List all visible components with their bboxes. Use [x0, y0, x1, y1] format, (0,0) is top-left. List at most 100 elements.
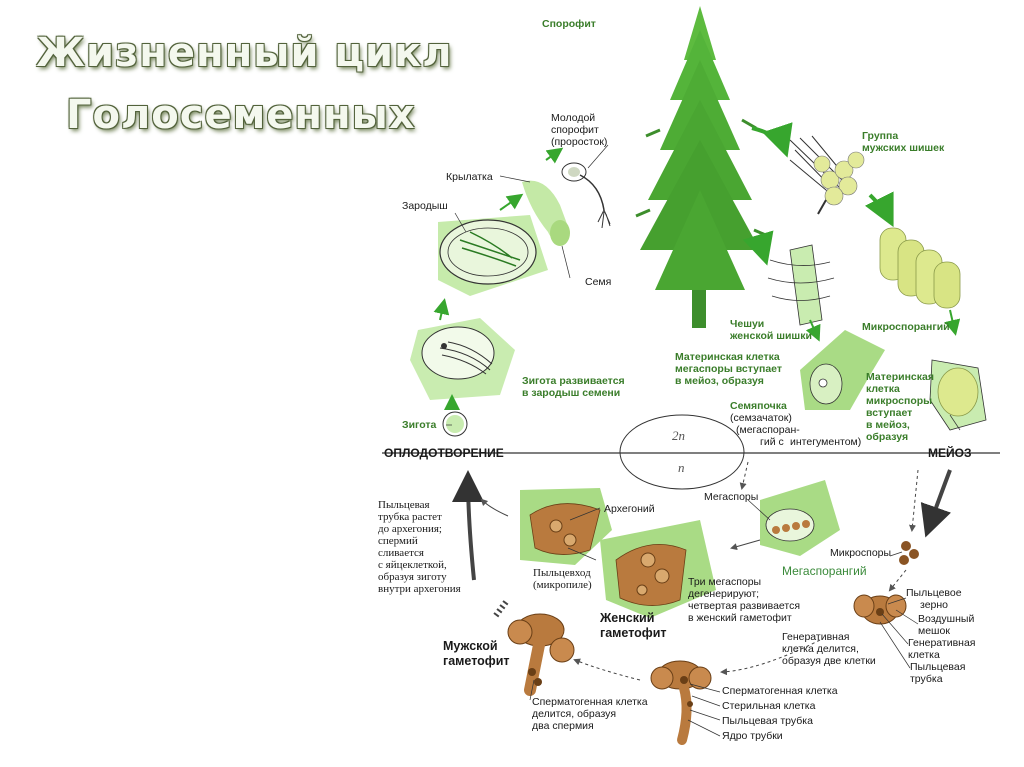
label-spermatogenous-cell: Сперматогенная клетка — [722, 685, 838, 697]
label-air-sac-2: мешок — [918, 625, 950, 637]
female-gametophyte-illustration — [600, 520, 716, 618]
germinating-pollen-illustration — [650, 660, 712, 745]
label-air-sac-1: Воздушный — [918, 613, 974, 625]
label-young-sporophyte-2: спорофит — [551, 124, 599, 136]
label-zygote-develops-2: в зародыш семени — [522, 387, 620, 399]
label-microspores: Микроспоры — [830, 547, 891, 559]
label-sterile-cell: Стерильная клетка — [722, 700, 816, 712]
ploidy-ellipse — [619, 414, 745, 490]
label-megaspore-mother-1: Материнская клетка — [675, 351, 780, 363]
label-microspore-mother-5: в мейоз, — [866, 419, 910, 431]
label-ovule-2: (семзачаток) — [730, 412, 792, 424]
label-pollen-tube-1: Пыльцевая — [910, 661, 965, 673]
label-microspore-mother-6: образуя — [866, 431, 908, 443]
label-young-sporophyte-1: Молодой — [551, 112, 595, 124]
young-sporophyte-illustration — [561, 162, 611, 229]
label-generative-divides-3: образуя две клетки — [782, 655, 876, 667]
label-ovule-3: (мегаспоран- — [736, 424, 800, 436]
label-young-sporophyte-3: (проросток) — [551, 136, 607, 148]
label-archegonium: Архегоний — [604, 503, 655, 515]
label-pollen-grain-1: Пыльцевое — [906, 587, 962, 599]
label-female-gametophyte-2: гаметофит — [600, 626, 667, 640]
label-pollen-tube-text-8: внутри архегония — [378, 583, 461, 595]
label-micropyle-2: (микропиле) — [533, 579, 592, 591]
label-female-scales-1: Чешуи — [730, 318, 764, 330]
microspores-illustration — [899, 541, 919, 565]
label-microspore-mother-4: вступает — [866, 407, 912, 419]
label-zygote-develops-1: Зигота развивается — [522, 375, 625, 387]
label-wing: Крылатка — [446, 171, 493, 183]
label-ovule-4: гий с — [760, 436, 784, 448]
label-microsporangium: Микроспорангий — [862, 321, 950, 333]
label-ovule-1: Семяпочка — [730, 400, 787, 412]
male-gametophyte-illustration — [507, 613, 575, 696]
label-pollen-tube-text-6: с яйцеклеткой, — [378, 559, 447, 571]
label-three-megaspores-3: четвертая развивается — [688, 600, 800, 612]
label-spermatogenous-divides-3: два спермия — [532, 720, 594, 732]
label-generative-cell-2: клетка — [908, 649, 940, 661]
label-three-megaspores-4: в женский гаметофит — [688, 612, 792, 624]
leader-lines — [446, 144, 961, 737]
label-generative-divides-2: клетка делится, — [782, 643, 859, 655]
label-female-scales-2: женской шишки — [729, 330, 812, 342]
label-embryo: Зародыш — [402, 200, 448, 212]
label-male-cones-2: мужских шишек — [862, 142, 945, 154]
label-seed: Семя — [585, 276, 611, 288]
seed-embryo-illustration — [438, 215, 548, 296]
label-sporophyte: Спорофит — [542, 18, 596, 30]
label-three-megaspores-1: Три мегаспоры — [688, 576, 761, 588]
label-pollen-tube-text-5: сливается — [378, 547, 424, 559]
label-megaspore-mother-2: мегаспоры вступает — [675, 363, 782, 375]
label-pollen-tube-text-3: до архегония; — [378, 523, 442, 535]
label-pollen-tube-text-4: спермий — [378, 535, 418, 547]
label-haploid: n — [678, 460, 685, 475]
label-meiosis: МЕЙОЗ — [928, 445, 971, 460]
label-generative-divides-1: Генеративная — [782, 631, 850, 643]
label-pollen-tube-text-2: трубка растет — [378, 511, 442, 523]
label-spermatogenous-divides-2: делится, образуя — [532, 708, 616, 720]
developing-seed-illustration — [410, 318, 515, 400]
page-title-line-2: Голосеменных — [66, 92, 416, 138]
male-cones-illustration — [789, 135, 865, 215]
winged-seed-illustration — [522, 180, 570, 246]
female-cone-scales-illustration — [767, 244, 835, 326]
ovule-illustration — [800, 330, 885, 410]
label-tube-nucleus: Ядро трубки — [722, 730, 783, 742]
zygote-illustration — [442, 411, 468, 437]
label-zygote: Зигота — [402, 419, 437, 431]
label-megasporangium: Мегаспорангий — [782, 564, 867, 578]
label-ovule-5: интегументом) — [790, 436, 861, 448]
label-micropyle-1: Пыльцевход — [533, 567, 591, 579]
microspore-mother-cell-illustration — [929, 359, 987, 431]
sporophyte-tree-illustration — [635, 6, 769, 328]
label-megaspore-mother-3: в мейоз, образуя — [675, 375, 764, 387]
archegonium-gametophyte-illustration — [520, 488, 612, 565]
label-pollen-tube-2: трубка — [910, 673, 943, 685]
label-diploid: 2n — [672, 428, 685, 443]
label-pollen-tube-text-1: Пыльцевая — [378, 499, 430, 511]
label-pollen-grain-2: зерно — [920, 599, 948, 611]
label-spermatogenous-divides-1: Сперматогенная клетка — [532, 696, 648, 708]
label-pollen-tube-label: Пыльцевая трубка — [722, 715, 813, 727]
microsporangium-illustration — [879, 227, 961, 309]
label-male-gametophyte-2: гаметофит — [443, 654, 510, 668]
label-female-gametophyte-1: Женский — [599, 611, 654, 625]
page-title-line-1: Жизненный цикл — [36, 30, 453, 76]
label-male-gametophyte-1: Мужской — [443, 639, 498, 653]
diagram-labels: Спорофит Молодой спорофит (проросток) Кр… — [378, 18, 976, 742]
label-male-cones-1: Группа — [862, 130, 898, 142]
black-cycle-arrows — [452, 461, 952, 681]
megasporangium-illustration — [760, 480, 840, 556]
label-fertilization: ОПЛОДОТВОРЕНИЕ — [384, 446, 504, 460]
label-megaspores: Мегаспоры — [704, 491, 758, 503]
green-cycle-arrows — [433, 122, 961, 410]
pollen-grain-illustration — [853, 594, 907, 625]
label-microspore-mother-3: микроспоры — [866, 395, 932, 407]
label-pollen-tube-text-7: образуя зиготу — [378, 571, 447, 583]
label-microspore-mother-2: клетка — [866, 383, 900, 395]
label-microspore-mother-1: Материнская — [866, 371, 934, 383]
label-three-megaspores-2: дегенерируют; — [688, 588, 759, 600]
label-generative-cell-1: Генеративная — [908, 637, 976, 649]
